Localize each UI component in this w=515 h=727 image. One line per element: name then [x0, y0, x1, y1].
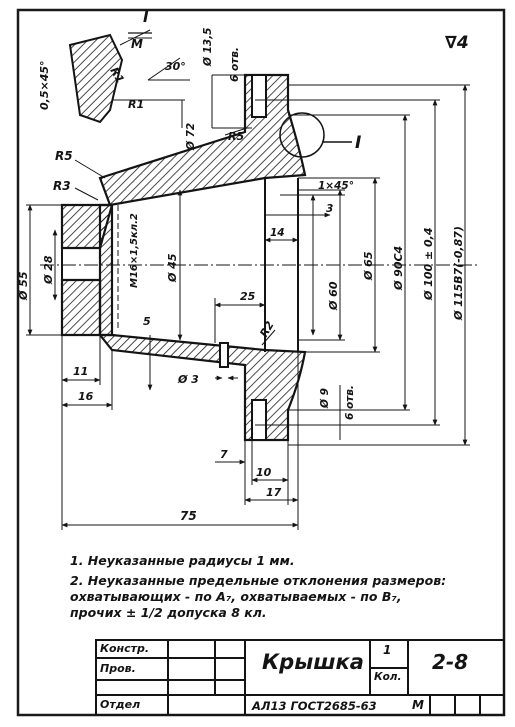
dim-d65: Ø 65 [362, 251, 375, 281]
dim-r3: R3 [53, 179, 71, 193]
tb-part-name: Крышка [262, 650, 364, 674]
detail-label: I [143, 8, 149, 26]
tb-scale: М [412, 698, 424, 712]
dim-d13-5: Ø 13,5 [202, 28, 214, 68]
dim-r1-b: R1 [128, 98, 144, 111]
dim-d45: Ø 45 [166, 253, 179, 283]
dim-d90: Ø 90С4 [392, 246, 405, 291]
dim-d9: Ø 9 [319, 388, 331, 409]
dim-r5-b: R5 [55, 149, 73, 163]
dim-d115: Ø 115В7(-0,87) [452, 226, 465, 321]
dim-11: 11 [73, 365, 88, 378]
dim-16: 16 [78, 390, 94, 403]
dim-m16: M16×1,5кл.2 [129, 213, 140, 288]
note-1: 1. Неуказанные радиусы 1 мм. [70, 553, 295, 568]
dim-d72: Ø 72 [185, 123, 197, 151]
dim-1x45: 1×45° [318, 180, 354, 192]
dim-25: 25 [240, 290, 256, 303]
tb-otdel: Отдел [100, 698, 141, 711]
dim-d60: Ø 60 [327, 281, 340, 311]
dim-d28: Ø 28 [42, 255, 55, 285]
dim-17: 17 [266, 486, 282, 499]
surface-mark: ∇4 [445, 33, 469, 53]
tb-konstr: Констр. [100, 642, 150, 655]
tb-qty-label: Кол. [374, 671, 402, 683]
dim-10: 10 [256, 466, 272, 479]
tb-drawing-number: 2-8 [432, 650, 469, 674]
detail-view [68, 33, 124, 124]
detail-scale: M [131, 37, 143, 51]
note-2-line-2: охватывающих - по А₇, охватываемых - по … [70, 589, 402, 604]
detail-leader-label: I [355, 133, 361, 153]
tb-material: АЛ13 ГОСТ2685-63 [252, 699, 377, 713]
dim-6-holes-top: 6 отв. [229, 47, 241, 82]
dim-d100: Ø 100 ± 0,4 [422, 227, 435, 301]
dim-r2: R2 [257, 319, 276, 340]
title-block [95, 639, 505, 716]
dim-chamfer: 0,5×45° [38, 60, 51, 110]
dim-14: 14 [270, 227, 285, 239]
dimension-texts: ∇4 I M 0,5×45° R1 R1 30° Ø 13,5 6 отв. Ø… [17, 8, 469, 523]
note-2: 2. Неуказанные предельные отклонения раз… [70, 573, 447, 588]
section-outlines [61, 74, 352, 441]
dim-3: 3 [326, 203, 333, 215]
dim-75: 75 [180, 509, 197, 523]
dim-angle: 30° [165, 60, 186, 73]
note-2-line-3: прочих ± 1/2 допуска 8 кл. [70, 605, 267, 620]
dim-r5-a: R5 [228, 130, 244, 143]
dim-d3: Ø 3 [177, 373, 199, 386]
dim-5: 5 [143, 315, 151, 328]
dimension-lines [26, 74, 470, 530]
dim-d55: Ø 55 [17, 271, 30, 301]
tb-prov: Пров. [100, 662, 136, 675]
tb-qty-value: 1 [383, 643, 392, 657]
dim-7: 7 [220, 448, 228, 461]
dim-6-holes-bottom: 6 отв. [344, 385, 356, 420]
